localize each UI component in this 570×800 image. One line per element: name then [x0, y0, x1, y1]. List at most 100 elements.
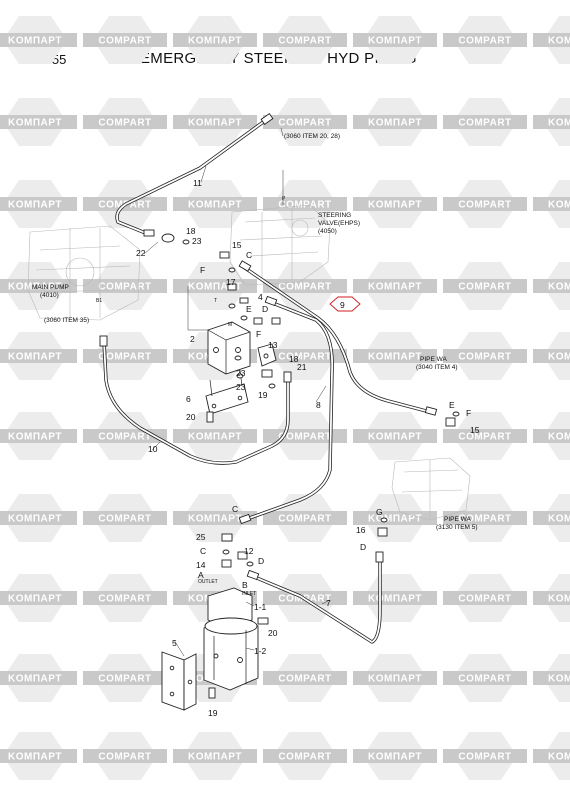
callout-6: 6 — [186, 394, 191, 404]
callout-2: 2 — [190, 334, 195, 344]
watermark-band — [263, 511, 347, 525]
port-m: M — [228, 322, 232, 328]
watermark-band — [443, 511, 527, 525]
callout-la-e1: E — [246, 304, 252, 314]
watermark-text: KOMПAPT — [8, 752, 62, 763]
hose-fittings — [99, 113, 438, 581]
watermark-text: COMPART — [278, 118, 331, 129]
watermark-layer: KOMПAPT COMPART KOMПAPT COMPART KOMПAPT COMPA… — [0, 16, 570, 780]
watermark-band — [83, 279, 167, 293]
watermark-text: KOMПAPT — [548, 674, 570, 685]
watermark-band — [353, 429, 437, 443]
callout-13: 13 — [268, 340, 278, 350]
callout-la-c1: C — [246, 250, 252, 260]
mounting-plate — [161, 651, 197, 711]
watermark-band — [443, 279, 527, 293]
callout-15a: 15 — [232, 240, 242, 250]
ref-steering-valve-1: STEERING — [318, 212, 351, 219]
watermark-band — [0, 749, 77, 763]
watermark-text: KOMПAPT — [368, 36, 422, 47]
watermark-band — [353, 591, 437, 605]
watermark-band — [83, 511, 167, 525]
callout-la-d1: D — [262, 304, 268, 314]
watermark-text: COMPART — [458, 282, 511, 293]
callout-la-f2: F — [256, 329, 261, 339]
watermark-band — [443, 591, 527, 605]
watermark-text: COMPART — [278, 674, 331, 685]
callout-22: 22 — [136, 248, 146, 258]
watermark-band — [263, 349, 347, 363]
watermark-band — [353, 115, 437, 129]
watermark-text: COMPART — [278, 514, 331, 525]
bolt-19-lower — [208, 687, 216, 699]
watermark-text: KOMПAPT — [188, 200, 242, 211]
watermark-text: KOMПAPT — [548, 118, 570, 129]
port-t: T — [214, 298, 217, 304]
watermark-band — [263, 279, 347, 293]
watermark-text: KOMПAPT — [188, 282, 242, 293]
watermark-text: KOMПAPT — [368, 432, 422, 443]
callout-23a: 23 — [192, 236, 202, 246]
watermark-band — [353, 349, 437, 363]
callout-leaders — [143, 165, 331, 657]
valve-block — [207, 321, 251, 375]
watermark-band — [83, 749, 167, 763]
watermark-band — [443, 349, 527, 363]
watermark-band — [353, 511, 437, 525]
ref-steering-valve-3: (4050) — [318, 228, 337, 235]
watermark-text: COMPART — [458, 432, 511, 443]
watermark-text: COMPART — [98, 432, 151, 443]
watermark-text: COMPART — [98, 752, 151, 763]
watermark-text: COMPART — [458, 118, 511, 129]
watermark-band — [533, 349, 570, 363]
watermark-band — [83, 671, 167, 685]
callout-8: 8 — [316, 400, 321, 410]
emergency-pump — [203, 587, 259, 691]
watermark-band — [173, 115, 257, 129]
watermark-band — [173, 429, 257, 443]
watermark-text: COMPART — [458, 200, 511, 211]
watermark-text: COMPART — [98, 282, 151, 293]
callout-la-c2: C — [232, 504, 238, 514]
hose-7 — [250, 558, 382, 644]
watermark-band — [353, 197, 437, 211]
watermark-text: COMPART — [278, 282, 331, 293]
watermark-text: KOMПAPT — [368, 594, 422, 605]
small-valve — [257, 343, 277, 367]
callout-25: 25 — [196, 532, 206, 542]
watermark-text: KOMПAPT — [188, 514, 242, 525]
callout-15b: 15 — [470, 425, 480, 435]
watermark-text: KOMПAPT — [368, 352, 422, 363]
watermark-band — [0, 671, 77, 685]
ref-pipe-wa-1b: (3040 ITEM 4) — [416, 364, 458, 371]
watermark-band — [533, 749, 570, 763]
callout-21: 21 — [297, 362, 307, 372]
ref-pipe-wa-2b: (3130 ITEM 5) — [436, 524, 478, 531]
watermark-text: KOMПAPT — [548, 432, 570, 443]
watermark-text: COMPART — [458, 674, 511, 685]
callout-11: 11 — [193, 178, 202, 188]
steering-valve-sketch — [229, 204, 331, 286]
callout-1-2: 1-2 — [254, 646, 267, 656]
callout-12: 12 — [244, 546, 254, 556]
fittings-group — [161, 233, 460, 568]
watermark-text: KOMПAPT — [8, 200, 62, 211]
callout-la-b: B — [242, 580, 248, 590]
watermark-text: KOMПAPT — [8, 36, 62, 47]
watermark-text: KOMПAPT — [548, 352, 570, 363]
watermark-text: COMPART — [278, 352, 331, 363]
port-inlet: INLET — [242, 591, 256, 597]
callout-14: 14 — [196, 560, 206, 570]
watermark-band — [263, 115, 347, 129]
watermark-text: KOMПAPT — [8, 432, 62, 443]
watermark-text: KOMПAPT — [8, 352, 62, 363]
watermark-text: KOMПAPT — [188, 752, 242, 763]
watermark-band — [0, 115, 77, 129]
callout-4: 4 — [258, 292, 263, 302]
callout-23c: 23 — [236, 382, 246, 392]
watermark-text: KOMПAPT — [188, 118, 242, 129]
watermark-band — [173, 749, 257, 763]
watermark-text: KOMПAPT — [188, 432, 242, 443]
watermark-band — [263, 33, 347, 47]
